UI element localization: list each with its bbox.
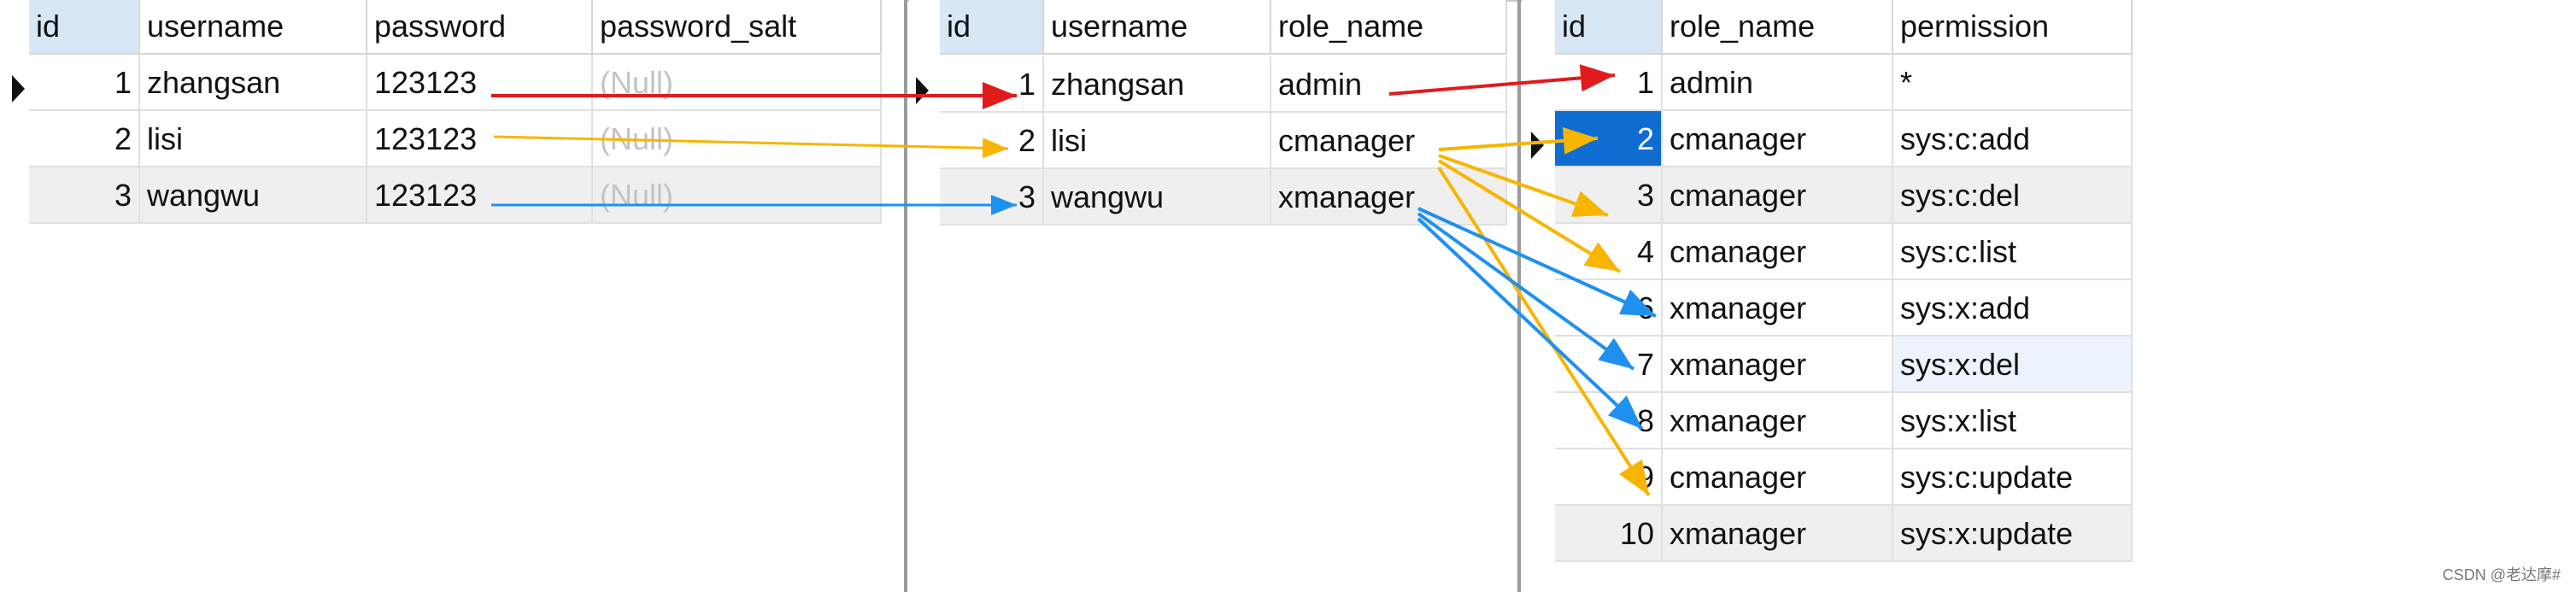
table-cell-username[interactable]: lisi — [140, 111, 367, 167]
table-cell-id[interactable]: 8 — [1555, 393, 1663, 449]
table-cell-id[interactable]: 1 — [29, 55, 140, 111]
table-cell-role-name[interactable]: cmanager — [1663, 167, 1893, 224]
table-cell-username[interactable]: zhangsan — [1044, 56, 1271, 113]
user-table-panel: id username password password_salt 1 zha… — [0, 0, 906, 592]
table-cell-id[interactable]: 2 — [940, 113, 1044, 169]
table-cell-password-salt[interactable]: (Null) — [593, 167, 882, 224]
table-cell-role-name[interactable]: xmanager — [1663, 393, 1893, 449]
table-cell-id[interactable]: 3 — [29, 167, 140, 224]
table-cell-role-name[interactable]: cmanager — [1663, 111, 1893, 167]
user-role-table-panel: id username role_name 1 zhangsan admin 2… — [909, 0, 1507, 592]
panel-divider — [904, 0, 907, 592]
column-header-role-name[interactable]: role_name — [1271, 0, 1507, 55]
table-cell-role-name[interactable]: xmanager — [1663, 337, 1893, 393]
column-header-id[interactable]: id — [1555, 0, 1663, 55]
column-header-role-name[interactable]: role_name — [1663, 0, 1893, 55]
table-cell-role-name[interactable]: cmanager — [1271, 113, 1507, 169]
table-cell-permission[interactable]: sys:c:update — [1893, 449, 2133, 506]
table-cell-role-name[interactable]: xmanager — [1663, 280, 1893, 337]
column-header-password-salt[interactable]: password_salt — [593, 0, 882, 55]
table-cell-role-name[interactable]: xmanager — [1663, 506, 1893, 562]
column-header-id[interactable]: id — [940, 0, 1044, 55]
table-cell-password-salt[interactable]: (Null) — [593, 55, 882, 111]
table-cell-id[interactable]: 7 — [1555, 337, 1663, 393]
table-cell-role-name[interactable]: cmanager — [1663, 224, 1893, 280]
watermark: CSDN @老达摩# — [2442, 566, 2561, 583]
table-cell-id[interactable]: 9 — [1555, 449, 1663, 506]
table-cell-id[interactable]: 10 — [1555, 506, 1663, 562]
table-cell-role-name[interactable]: xmanager — [1271, 169, 1507, 226]
table-cell-id[interactable]: 4 — [1555, 224, 1663, 280]
role-permission-table-panel: id role_name permission 1 admin * 2 cman… — [1523, 0, 2576, 592]
table-cell-password[interactable]: 123123 — [367, 167, 593, 224]
column-header-username[interactable]: username — [1044, 0, 1271, 55]
current-row-indicator-icon — [1531, 132, 1544, 159]
table-cell-permission[interactable]: sys:x:list — [1893, 393, 2133, 449]
table-cell-role-name[interactable]: admin — [1271, 56, 1507, 113]
table-cell-id[interactable]: 3 — [1555, 167, 1663, 224]
table-cell-id[interactable]: 2 — [29, 111, 140, 167]
table-cell-password-salt[interactable]: (Null) — [593, 111, 882, 167]
table-cell-permission[interactable]: sys:x:update — [1893, 506, 2133, 562]
table-cell-id[interactable]: 3 — [940, 169, 1044, 226]
table-cell-permission[interactable]: * — [1893, 55, 2133, 111]
table-cell-permission[interactable]: sys:x:del — [1893, 337, 2133, 393]
table-cell-permission[interactable]: sys:c:list — [1893, 224, 2133, 280]
table-cell-id-selected[interactable]: 2 — [1555, 111, 1663, 167]
column-header-username[interactable]: username — [140, 0, 367, 55]
table-cell-username[interactable]: wangwu — [1044, 169, 1271, 226]
table-cell-username[interactable]: wangwu — [140, 167, 367, 224]
table-cell-password[interactable]: 123123 — [367, 111, 593, 167]
column-header-permission[interactable]: permission — [1893, 0, 2133, 55]
table-cell-username[interactable]: zhangsan — [140, 55, 367, 111]
table-cell-id[interactable]: 1 — [1555, 55, 1663, 111]
table-cell-permission[interactable]: sys:c:del — [1893, 167, 2133, 224]
column-header-id[interactable]: id — [29, 0, 140, 55]
table-cell-username[interactable]: lisi — [1044, 113, 1271, 169]
current-row-indicator-icon — [12, 75, 25, 103]
table-cell-permission[interactable]: sys:c:add — [1893, 111, 2133, 167]
table-cell-permission[interactable]: sys:x:add — [1893, 280, 2133, 337]
table-cell-role-name[interactable]: admin — [1663, 55, 1893, 111]
table-cell-password[interactable]: 123123 — [367, 55, 593, 111]
current-row-indicator-icon — [916, 77, 929, 104]
table-cell-role-name[interactable]: cmanager — [1663, 449, 1893, 506]
table-cell-id[interactable]: 6 — [1555, 280, 1663, 337]
table-cell-id[interactable]: 1 — [940, 56, 1044, 113]
panel-divider — [1517, 0, 1521, 592]
column-header-password[interactable]: password — [367, 0, 593, 55]
